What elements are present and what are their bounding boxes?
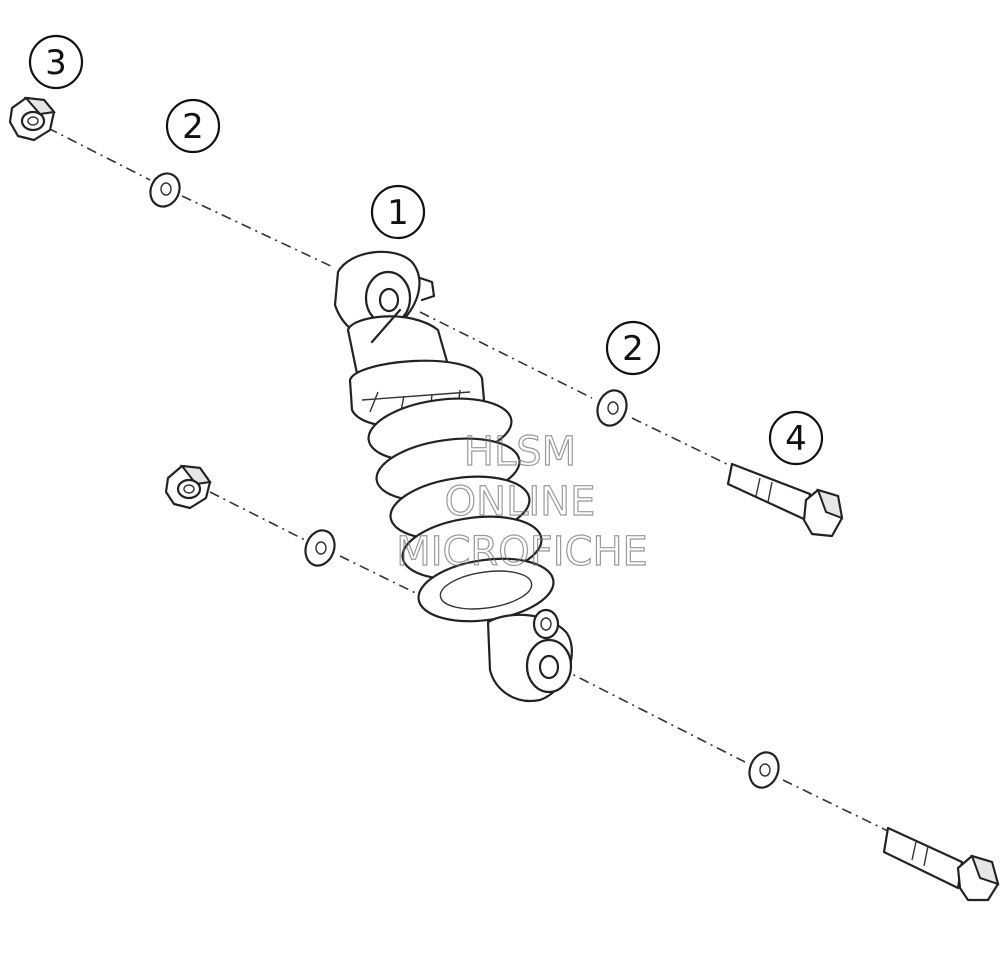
callout-2-right-label: 2 xyxy=(622,329,644,369)
callout-2-top-label: 2 xyxy=(182,107,204,147)
callout-1-label: 1 xyxy=(387,193,409,233)
washer-lower-left xyxy=(304,529,336,567)
watermark-line-1: HLSM xyxy=(464,429,576,475)
nut-lower xyxy=(164,464,212,510)
bolt-upper xyxy=(726,462,844,538)
callout-3: 3 xyxy=(28,34,84,90)
shock-absorber xyxy=(333,250,573,703)
callout-1: 1 xyxy=(370,184,426,240)
bolt-lower xyxy=(882,826,1000,902)
watermark: HLSM ONLINE MICROFICHE xyxy=(396,428,649,575)
watermark-line-3: MICROFICHE xyxy=(396,529,648,575)
assembly-axis-lines xyxy=(47,127,891,833)
washer-right xyxy=(596,389,628,427)
callout-4: 4 xyxy=(768,410,824,466)
nut-top xyxy=(8,96,56,142)
watermark-line-2: ONLINE xyxy=(445,479,596,525)
callout-4-label: 4 xyxy=(785,419,807,459)
callout-2-right: 2 xyxy=(605,320,661,376)
washer-lower-right xyxy=(748,751,780,789)
callout-3-label: 3 xyxy=(45,43,67,83)
washer-top-left xyxy=(149,172,181,208)
callout-2-top: 2 xyxy=(165,98,221,154)
